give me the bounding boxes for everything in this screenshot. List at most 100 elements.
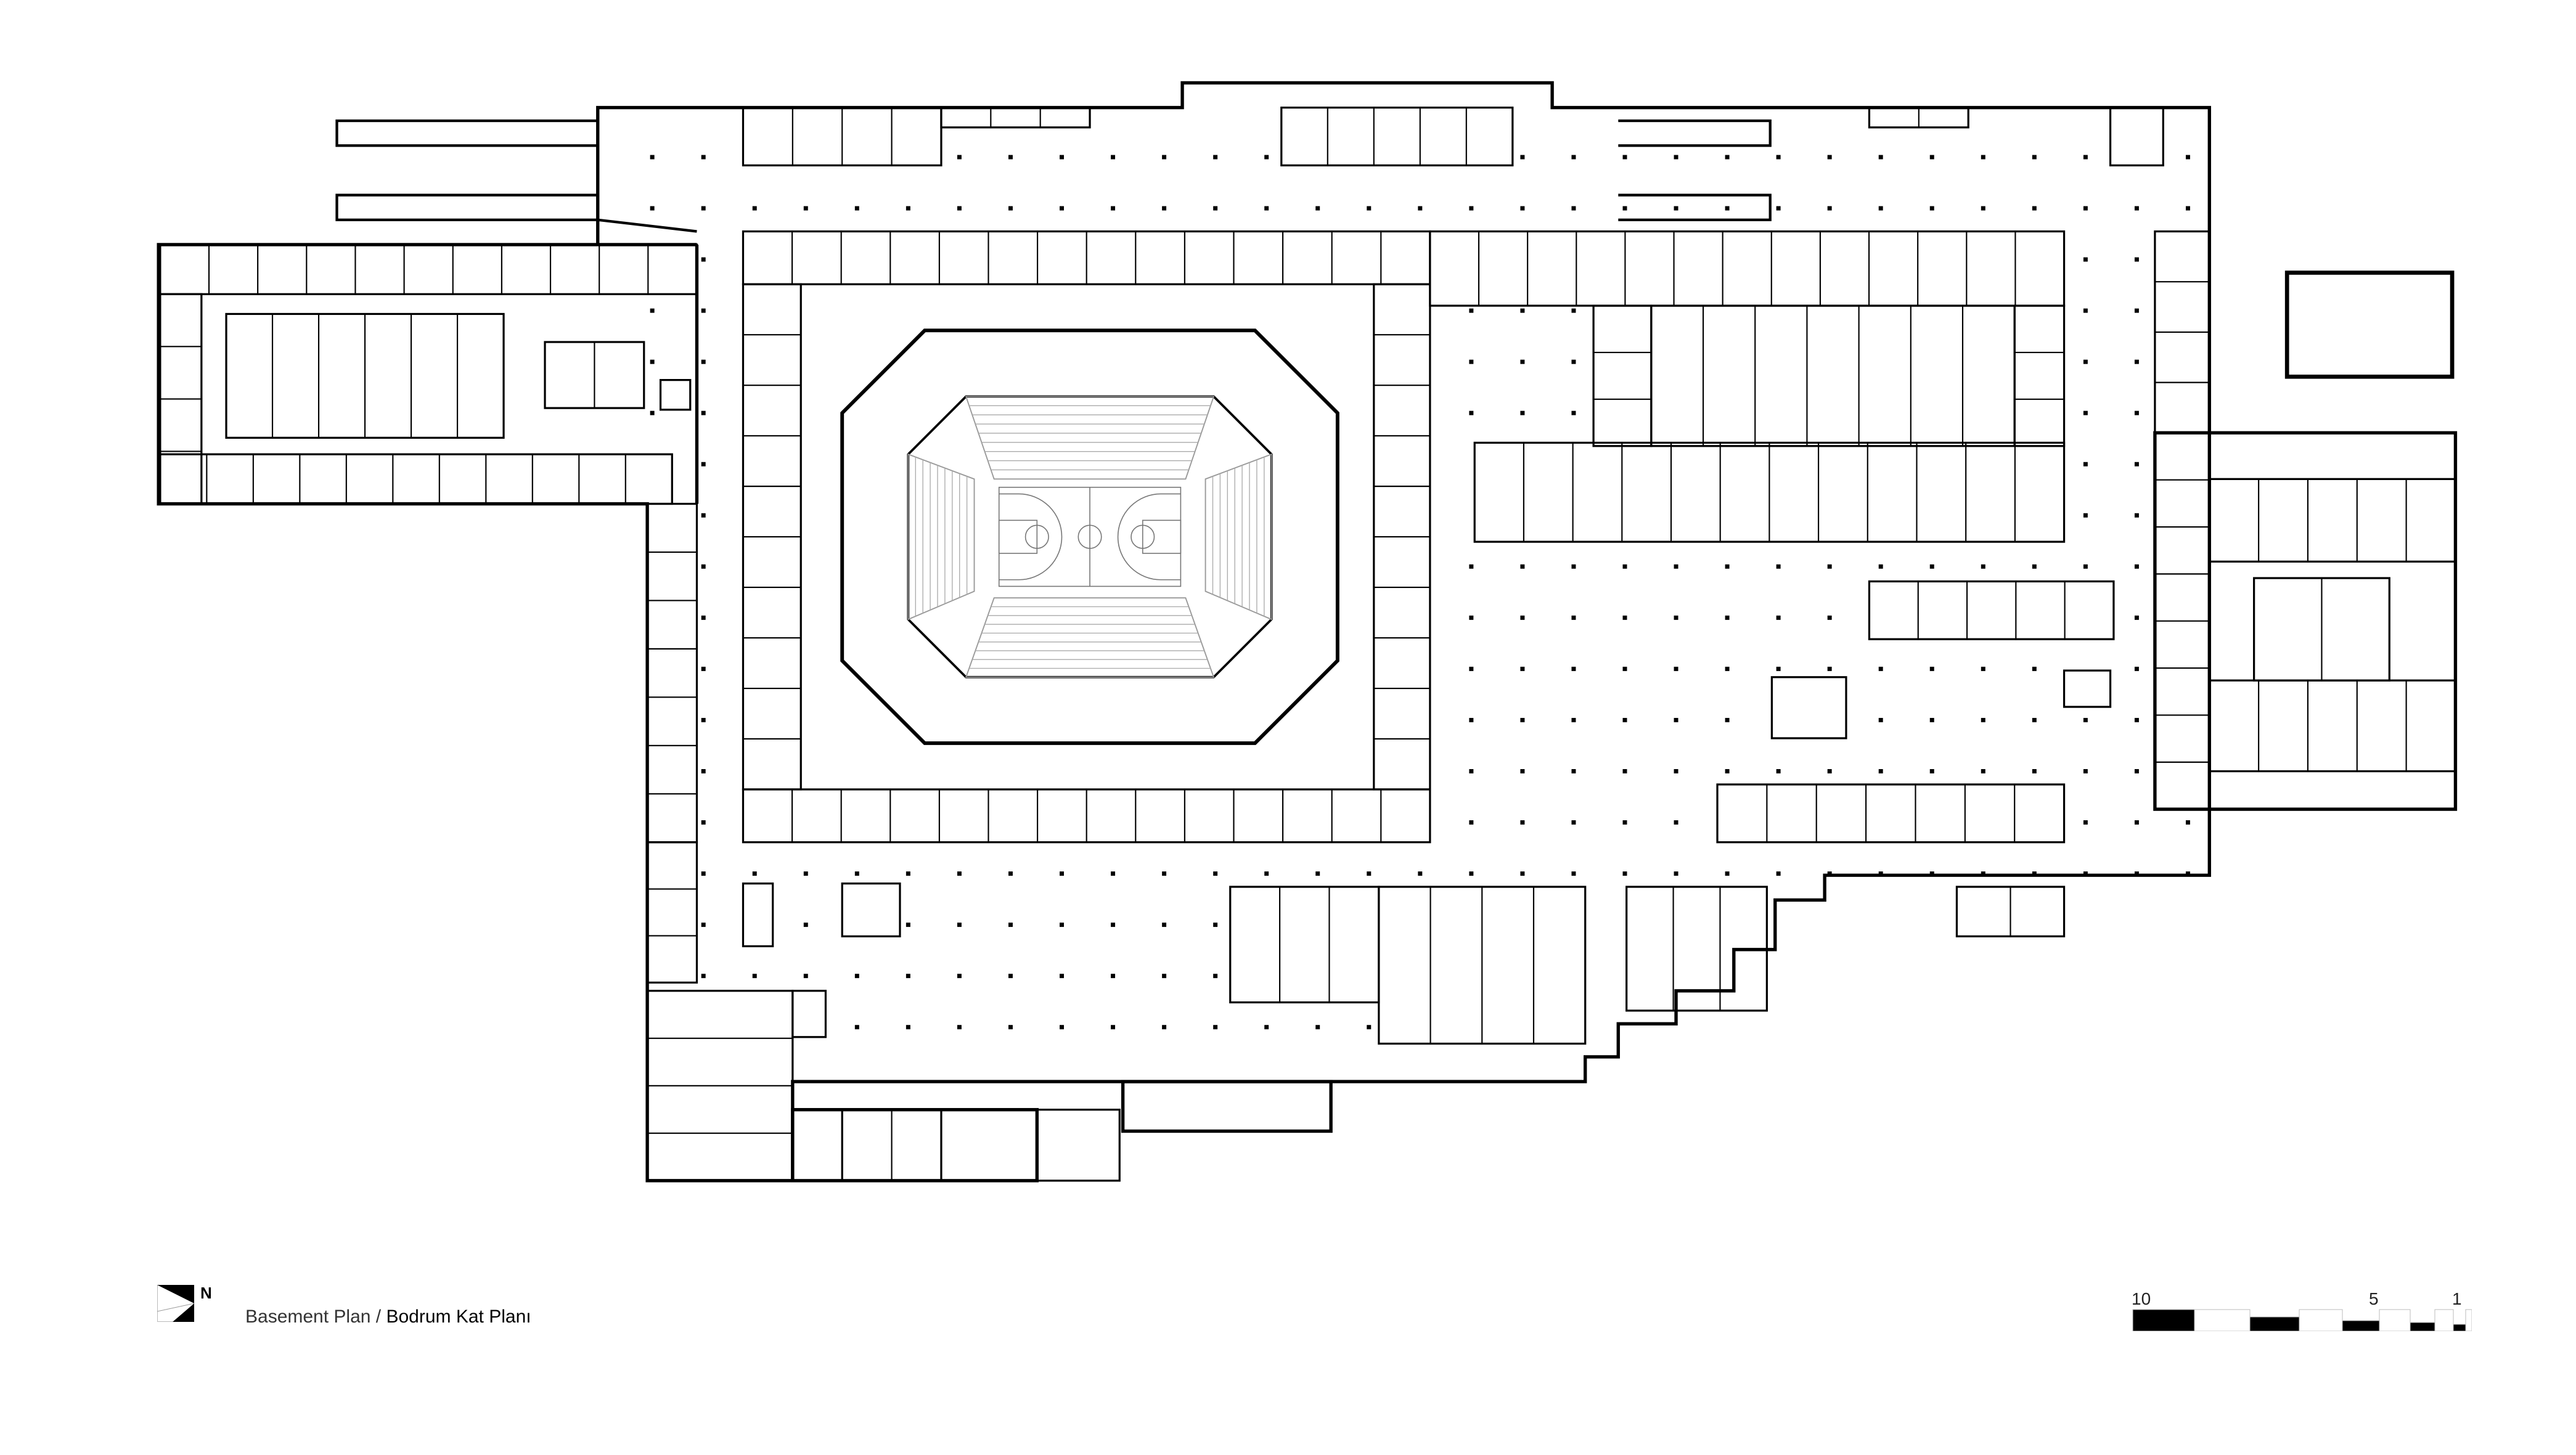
column — [2185, 820, 2190, 825]
column — [1213, 923, 1218, 927]
column — [1008, 155, 1013, 160]
column — [957, 871, 962, 876]
column — [701, 462, 706, 467]
basketball-court — [998, 486, 1182, 587]
column — [2032, 206, 2037, 211]
column — [1213, 1025, 1218, 1030]
column — [1929, 717, 1934, 722]
room — [1429, 230, 2066, 307]
column — [701, 820, 706, 825]
column — [1827, 155, 1832, 160]
column — [2032, 769, 2037, 773]
column — [2185, 871, 2190, 876]
room — [2208, 679, 2457, 773]
column — [1520, 615, 1525, 620]
column — [1571, 666, 1576, 671]
column — [2083, 410, 2088, 415]
column — [1162, 1025, 1167, 1030]
column — [1060, 974, 1064, 979]
column — [1827, 206, 1832, 211]
column — [1725, 769, 1730, 773]
column — [1060, 871, 1064, 876]
column — [650, 206, 655, 211]
column — [1060, 155, 1064, 160]
column — [1878, 769, 1883, 773]
room — [159, 453, 673, 505]
column — [1776, 769, 1781, 773]
title-separator: / — [370, 1306, 386, 1327]
column — [1622, 871, 1627, 876]
column — [650, 155, 655, 160]
column — [1162, 974, 1167, 979]
column — [1315, 1025, 1320, 1030]
column — [1622, 820, 1627, 825]
column — [1469, 359, 1474, 364]
room — [1229, 886, 1380, 1004]
column — [1264, 155, 1269, 160]
column — [1827, 615, 1832, 620]
column — [1469, 769, 1474, 773]
column — [1367, 1025, 1372, 1030]
column — [1929, 155, 1934, 160]
column — [1981, 564, 1985, 569]
room — [841, 882, 901, 937]
column — [1111, 871, 1116, 876]
column — [1571, 615, 1576, 620]
column — [1520, 308, 1525, 313]
column — [701, 206, 706, 211]
column — [1981, 717, 1985, 722]
column — [1878, 717, 1883, 722]
column — [1469, 717, 1474, 722]
room — [1650, 304, 2016, 447]
column — [906, 923, 910, 927]
column — [1469, 871, 1474, 876]
column — [1571, 155, 1576, 160]
structural-columns — [650, 155, 2190, 1030]
drawing-title: Basement Plan / Bodrum Kat Planı — [245, 1306, 531, 1327]
column — [752, 871, 757, 876]
column — [1469, 615, 1474, 620]
column — [701, 308, 706, 313]
column — [1776, 871, 1781, 876]
column — [1111, 1025, 1116, 1030]
column — [1520, 871, 1525, 876]
north-label: N — [200, 1284, 212, 1302]
column — [2083, 513, 2088, 518]
column — [701, 666, 706, 671]
column — [957, 974, 962, 979]
column — [1469, 820, 1474, 825]
column — [1571, 410, 1576, 415]
column — [2032, 871, 2037, 876]
column — [650, 308, 655, 313]
title-english: Basement Plan — [245, 1306, 371, 1327]
column — [2083, 717, 2088, 722]
column — [1008, 206, 1013, 211]
column — [2134, 257, 2139, 262]
column — [1008, 974, 1013, 979]
column — [1162, 206, 1167, 211]
column — [1162, 871, 1167, 876]
column — [2083, 155, 2088, 160]
column — [1622, 206, 1627, 211]
column — [957, 206, 962, 211]
column — [1622, 564, 1627, 569]
column — [1929, 769, 1934, 773]
column — [1878, 206, 1883, 211]
column — [1367, 206, 1372, 211]
column — [2083, 820, 2088, 825]
column — [1213, 155, 1218, 160]
column — [1725, 564, 1730, 569]
column — [1008, 1025, 1013, 1030]
column — [1264, 871, 1269, 876]
room — [1716, 783, 2066, 844]
column — [906, 206, 910, 211]
column — [2134, 769, 2139, 773]
column — [1929, 564, 1934, 569]
column — [2083, 871, 2088, 876]
column — [803, 871, 808, 876]
column — [701, 871, 706, 876]
column — [1571, 359, 1576, 364]
room — [159, 243, 698, 295]
column — [1878, 871, 1883, 876]
